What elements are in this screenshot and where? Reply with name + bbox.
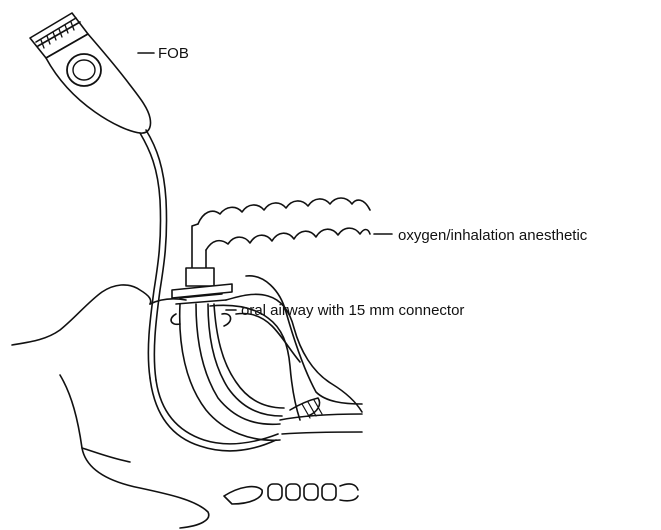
oral-airway-label: oral airway with 15 mm connector [241,303,464,318]
fob-insertion-tube [150,378,278,451]
fob-label: FOB [158,46,189,61]
fob-cable [140,130,167,380]
cervical-vertebrae [224,484,358,504]
fob-handpiece [30,13,151,133]
oral-airway [171,304,284,440]
oxygen-label: oxygen/inhalation anesthetic [398,228,587,243]
oxygen-tubing [192,198,370,268]
palate-tongue [150,276,362,434]
